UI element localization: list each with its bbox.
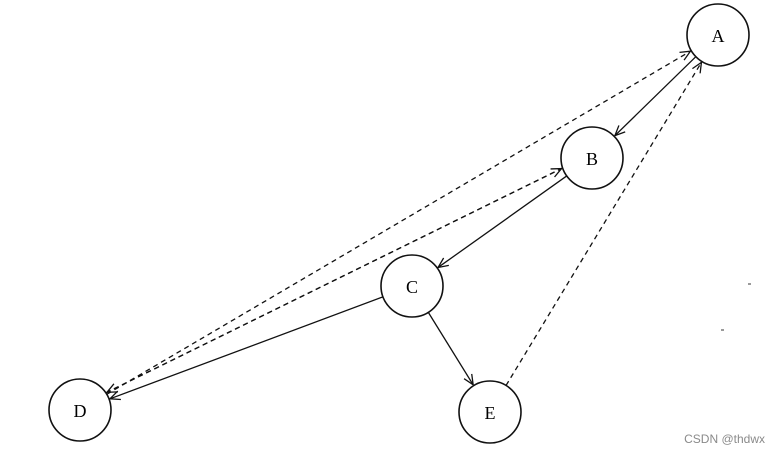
scan-speck xyxy=(721,329,724,331)
scan-speck xyxy=(748,283,751,285)
node-label: E xyxy=(485,403,496,423)
edge-E-A xyxy=(505,61,703,386)
arrowhead-icon xyxy=(613,125,626,137)
edges-layer xyxy=(105,50,703,401)
edge-line xyxy=(109,296,384,400)
arrowhead-icon xyxy=(436,257,449,269)
arrowhead-icon xyxy=(108,390,121,401)
edge-line xyxy=(427,312,474,386)
edge-line xyxy=(614,56,697,137)
node-label: C xyxy=(406,277,418,297)
edge-line xyxy=(505,62,702,386)
edge-A-B xyxy=(613,56,697,137)
edge-line xyxy=(437,175,568,268)
node-circle xyxy=(686,3,750,67)
node-circle xyxy=(458,380,522,444)
arrowhead-icon xyxy=(692,61,703,74)
node-B: B xyxy=(560,126,624,190)
edge-D-A xyxy=(106,50,692,395)
edge-line xyxy=(106,167,563,393)
edge-B-D xyxy=(105,167,563,393)
arrowhead-icon xyxy=(463,373,474,387)
edge-C-E xyxy=(427,312,474,387)
node-C: C xyxy=(380,254,444,318)
node-A: A xyxy=(686,3,750,67)
arrowhead-icon xyxy=(679,50,692,61)
node-label: D xyxy=(74,401,87,421)
arrowhead-icon xyxy=(105,383,118,393)
node-label: A xyxy=(712,26,725,46)
node-E: E xyxy=(458,380,522,444)
nodes-layer: A B C D E xyxy=(48,3,750,444)
node-circle xyxy=(380,254,444,318)
watermark-text: CSDN @thdwx xyxy=(684,432,765,446)
node-D: D xyxy=(48,378,112,442)
edge-line xyxy=(106,50,691,395)
node-label: B xyxy=(586,149,598,169)
edge-C-D xyxy=(108,296,384,401)
node-circle xyxy=(48,378,112,442)
edge-B-C xyxy=(436,175,568,269)
node-circle xyxy=(560,126,624,190)
